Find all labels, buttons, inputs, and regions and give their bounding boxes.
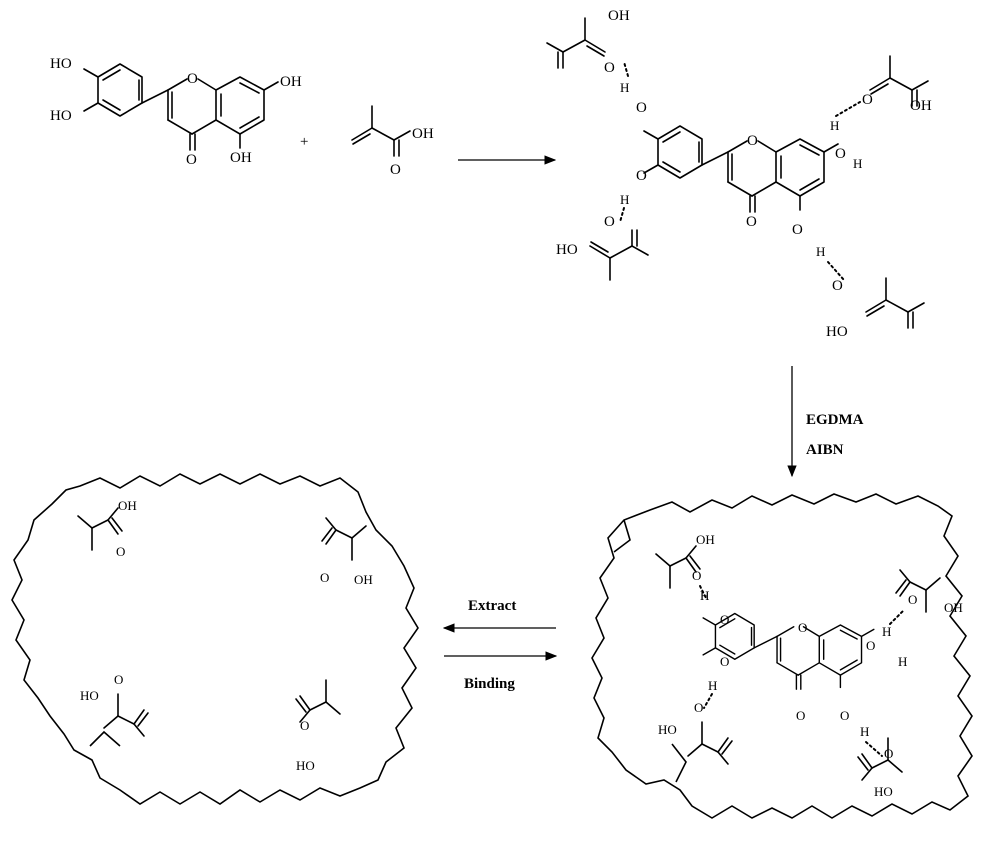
atom-label: OH [118, 498, 137, 513]
atom-label: HO [50, 56, 72, 72]
atom-label: OH [412, 126, 434, 142]
atom-label: OH [944, 600, 963, 615]
atom-label: O [840, 708, 849, 723]
imprinted-polymer-cavity: OH O O OH HO O O HO [11, 473, 419, 805]
atom-label: H [830, 118, 839, 133]
atom-label: HO [80, 688, 99, 703]
atom-label: O [747, 133, 758, 149]
atom-label: O [862, 92, 873, 108]
binding-label: Binding [464, 676, 515, 692]
atom-label: O [116, 544, 125, 559]
atom-label: HO [826, 324, 848, 340]
methacrylic-acid: OH O [351, 105, 434, 178]
atom-label: OH [280, 74, 302, 90]
atom-label: O [604, 214, 615, 230]
atom-label: HO [658, 722, 677, 737]
atom-label: O [604, 60, 615, 76]
prepolymer-complex: O O O O O O H H H H H [619, 61, 862, 281]
atom-label: HO [874, 784, 893, 799]
atom-label: OH [230, 150, 252, 166]
atom-label: HO [50, 108, 72, 124]
reagent-aibn: AIBN [806, 442, 844, 458]
atom-label: H [853, 156, 862, 171]
atom-label: H [708, 678, 717, 693]
imprinted-polymer-with-template: O O O O O O H H H H H OH O O OH HO O O H… [591, 493, 973, 819]
atom-label: O [866, 638, 875, 653]
atom-label: O [186, 152, 197, 168]
atom-label: O [187, 71, 198, 87]
atom-label: O [694, 700, 703, 715]
atom-label: O [720, 612, 729, 627]
atom-label: O [835, 146, 846, 162]
atom-label: H [620, 80, 629, 95]
plus-sign: + [300, 134, 308, 150]
maa-upper-left [546, 17, 606, 69]
atom-label: H [816, 244, 825, 259]
extract-label: Extract [468, 598, 516, 614]
atom-label: O [390, 162, 401, 178]
atom-label: H [882, 624, 891, 639]
atom-label: O [798, 620, 807, 635]
reagent-egdma: EGDMA [806, 412, 864, 428]
atom-label: O [320, 570, 329, 585]
atom-label: HO [296, 758, 315, 773]
atom-label: O [908, 592, 917, 607]
maa-lower-left [589, 229, 649, 281]
atom-label: O [746, 214, 757, 230]
luteolin-monomer: HO HO O OH O OH [50, 56, 302, 168]
atom-label: OH [696, 532, 715, 547]
atom-label: OH [354, 572, 373, 587]
atom-label: O [114, 672, 123, 687]
maa-lower-right [865, 277, 925, 329]
atom-label: H [898, 654, 907, 669]
atom-label: OH [608, 8, 630, 24]
atom-label: OH [910, 98, 932, 114]
atom-label: O [792, 222, 803, 238]
atom-label: O [796, 708, 805, 723]
atom-label: O [832, 278, 843, 294]
atom-label: O [720, 654, 729, 669]
atom-label: O [300, 718, 309, 733]
atom-label: O [636, 100, 647, 116]
atom-label: H [860, 724, 869, 739]
atom-label: H [620, 192, 629, 207]
atom-label: O [884, 746, 893, 761]
atom-label: O [692, 568, 701, 583]
atom-label: HO [556, 242, 578, 258]
atom-label: O [636, 168, 647, 184]
